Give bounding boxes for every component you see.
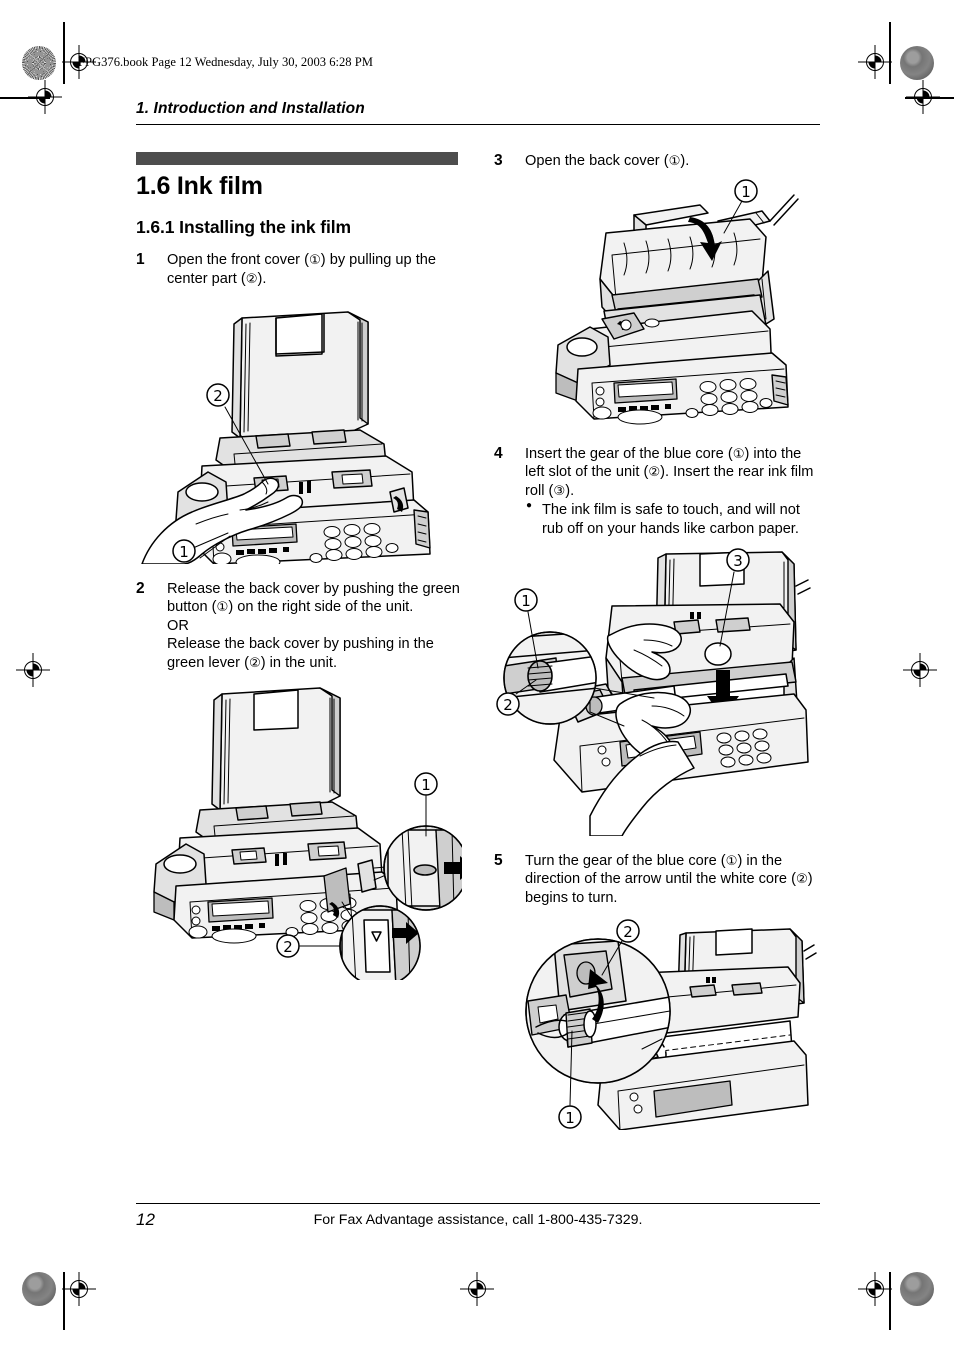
footer-assistance-text: For Fax Advantage assistance, call 1-800… — [313, 1212, 643, 1228]
figure-1-callout-2: 2 — [213, 387, 223, 405]
page-number: 12 — [136, 1210, 155, 1229]
fax-machine-front-cover-illustration: 2 — [141, 311, 431, 565]
step-2-number: 2 — [136, 580, 145, 598]
callout-ref-2: ② — [248, 655, 261, 671]
registration-mark-bottom-left — [62, 1272, 96, 1306]
callout-ref-1: ① — [725, 853, 738, 869]
step-1: 1 Open the front cover (①) by pulling up… — [136, 251, 462, 288]
body-columns: 1.6 Ink film 1.6.1 Installing the ink fi… — [136, 152, 820, 1192]
trim-line-top-right-horizontal — [905, 97, 954, 99]
figure-5-callout-1: 1 — [565, 1109, 575, 1127]
header-rule — [136, 124, 820, 125]
step-2-or: OR — [167, 618, 189, 634]
running-head-title: 1. Introduction and Installation — [136, 100, 365, 117]
trim-line-bottom-right-vertical — [889, 1272, 891, 1330]
turn-gear-illustration: 2 1 — [525, 919, 817, 1131]
page-title: 1.6 Ink film — [136, 172, 263, 200]
registration-mark-bottom-right — [858, 1272, 892, 1306]
insert-ink-film-illustration: 1 2 3 — [496, 548, 811, 836]
callout-ref-2: ② — [648, 465, 661, 481]
step-3-text: Open the back cover (①). — [525, 153, 690, 169]
step-4: 4 Insert the gear of the blue core (①) i… — [494, 445, 820, 538]
book-source-line: FPG376.book Page 12 Wednesday, July 30, … — [78, 55, 373, 69]
trim-line-top-left-horizontal — [0, 97, 50, 99]
step-3-number: 3 — [494, 152, 503, 169]
callout-ref-2: ② — [245, 271, 258, 287]
fig-back-cover-open: 1 — [494, 178, 820, 429]
page-footer: 12 For Fax Advantage assistance, call 1-… — [136, 1203, 820, 1234]
step-1-number: 1 — [136, 251, 145, 268]
registration-mark-top-right-outer — [906, 80, 940, 114]
subsection-title: 1.6.1 Installing the ink film — [136, 217, 351, 237]
halftone-dot-bottom-right — [900, 1272, 934, 1306]
page-header: 1. Introduction and Installation — [136, 100, 820, 125]
trim-line-top-left-vertical — [63, 22, 65, 84]
registration-mark-mid-left — [16, 653, 50, 687]
step-5-text: Turn the gear of the blue core (①) in th… — [525, 852, 813, 906]
callout-ref-1: ① — [668, 154, 681, 169]
figure-1-callout-1-group: 1 — [172, 539, 196, 563]
fig-turn-gear: 2 1 — [494, 915, 820, 1131]
callout-ref-1: ① — [216, 600, 229, 616]
step-2: 2 Release the back cover by pushing the … — [136, 580, 462, 672]
registration-mark-top-left — [62, 45, 96, 79]
figure-4-callout-2: 2 — [503, 696, 513, 714]
step-4-bullet-1: The ink film is safe to touch, and will … — [525, 500, 820, 538]
step-4-bullets: The ink film is safe to touch, and will … — [525, 500, 820, 538]
step-5-number: 5 — [494, 851, 503, 869]
figure-3-callout-1: 1 — [741, 183, 751, 201]
callout-ref-3: ③ — [553, 483, 566, 499]
section-accent-bar — [136, 152, 458, 165]
fax-machine-release-cover-illustration: 1 2 — [153, 687, 462, 981]
callout-ref-1: ① — [308, 253, 321, 268]
step-4-number: 4 — [494, 444, 503, 462]
fax-machine-back-cover-open-illustration: 1 — [555, 178, 799, 425]
step-3: 3 Open the back cover (①). — [494, 152, 820, 171]
callout-ref-1: ① — [732, 446, 745, 462]
figure-2-callout-1: 1 — [421, 776, 431, 794]
right-column: 3 Open the back cover (①). — [494, 152, 820, 1146]
trim-line-top-right-vertical — [889, 22, 891, 84]
callout-ref-2: ② — [795, 872, 808, 888]
registration-mark-top-right — [858, 45, 892, 79]
figure-4-callout-1: 1 — [521, 592, 531, 610]
footer-rule — [136, 1203, 820, 1204]
halftone-dot-bottom-left — [22, 1272, 56, 1306]
left-column: 1.6 Ink film 1.6.1 Installing the ink fi… — [136, 152, 462, 996]
registration-mark-top-left-outer — [28, 80, 62, 114]
step-2-text: Release the back cover by pushing the gr… — [167, 581, 460, 671]
figure-2-callout-2: 2 — [283, 938, 293, 956]
figure-4-callout-3: 3 — [733, 552, 743, 570]
registration-mark-bottom-center — [460, 1272, 494, 1306]
halftone-dot-top-left — [22, 46, 56, 80]
halftone-dot-top-right — [900, 46, 934, 80]
step-1-text: Open the front cover (①) by pulling up t… — [167, 252, 437, 287]
fig-release-back-cover: 1 2 — [136, 680, 462, 981]
step-5: 5 Turn the gear of the blue core (①) in … — [494, 852, 820, 907]
figure-5-callout-2: 2 — [623, 923, 633, 941]
trim-line-bottom-left-vertical — [63, 1272, 65, 1330]
fig-front-cover-open: 2 1 — [136, 296, 462, 565]
fig-insert-ink-film: 1 2 3 — [494, 546, 820, 836]
step-4-text: Insert the gear of the blue core (①) int… — [525, 445, 820, 538]
registration-mark-mid-right — [903, 653, 937, 687]
figure-1-callout-1: 1 — [179, 543, 189, 561]
